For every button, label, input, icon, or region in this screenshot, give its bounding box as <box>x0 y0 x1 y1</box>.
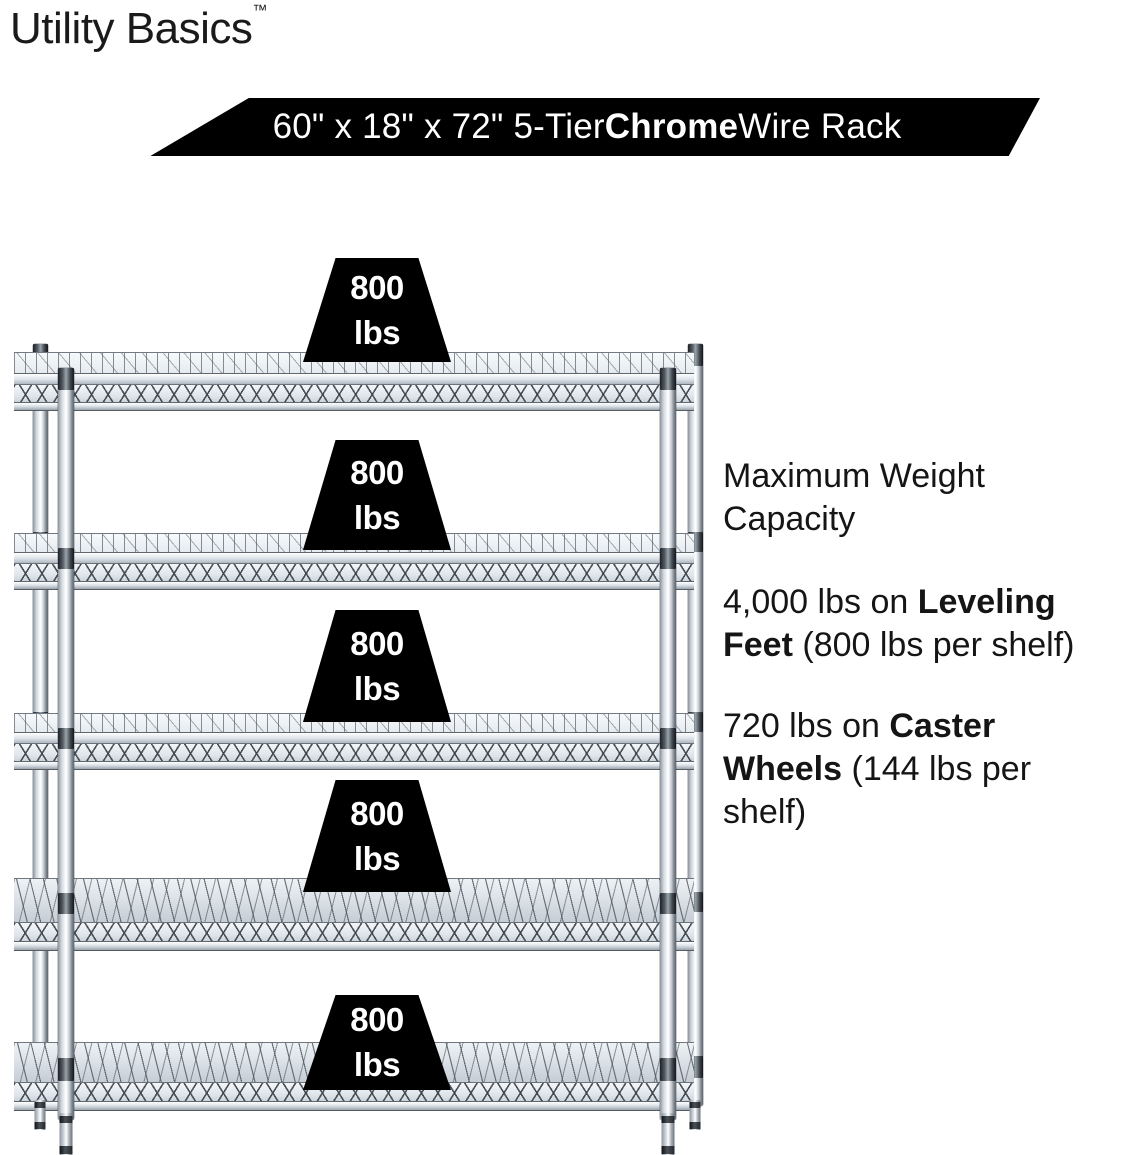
shelf-tier-4 <box>14 878 694 951</box>
foot-band <box>689 1102 701 1108</box>
rear-leveling-foot <box>34 1100 46 1130</box>
badge-unit: lbs <box>353 669 401 707</box>
shelf-tier-3 <box>14 713 694 770</box>
item-tail: (144 lbs per shelf) <box>723 750 1032 831</box>
badge-number: 800 <box>350 453 404 491</box>
capacity-callout: Maximum Weight Capacity 4,000 lbs on Lev… <box>723 455 1123 834</box>
banner-text-after: Wire Rack <box>738 107 902 146</box>
badge-text: 800 lbs <box>303 258 451 362</box>
shelf-tier-1 <box>14 352 694 411</box>
badge-unit: lbs <box>353 313 401 351</box>
spacer <box>723 667 1123 705</box>
front-right-post <box>660 368 676 1155</box>
foot-band <box>689 1122 701 1129</box>
foot-band <box>661 1116 675 1123</box>
item-emphasis: Caster Wheels <box>723 707 996 788</box>
banner-text-before: 60" x 18" x 72" 5-Tier <box>272 107 605 146</box>
item-lead: 720 lbs on <box>723 707 890 745</box>
badge-number: 800 <box>350 1001 404 1039</box>
post-collar <box>660 893 676 914</box>
item-emphasis: Leveling Feet <box>723 583 1056 664</box>
foot-band <box>34 1122 46 1129</box>
badge-unit: lbs <box>353 1046 401 1083</box>
spacer <box>723 541 1123 581</box>
post-collar <box>660 1058 676 1081</box>
badge-text: 800 lbs <box>303 610 451 722</box>
title-banner: 60" x 18" x 72" 5-Tier Chrome Wire Rack <box>120 98 1040 156</box>
item-lead: 4,000 lbs on <box>723 583 918 621</box>
post-collar <box>660 548 676 569</box>
post-collar <box>58 548 74 569</box>
badge-text: 800 lbs <box>303 780 451 892</box>
capacity-heading: Maximum Weight Capacity <box>723 457 985 538</box>
foot-band <box>34 1102 46 1108</box>
banner-background <box>150 98 1040 156</box>
banner-text-bold: Chrome <box>604 107 739 146</box>
badge-number: 800 <box>350 624 404 662</box>
capacity-item-leveling-feet: 4,000 lbs on Leveling Feet (800 lbs per … <box>723 581 1123 667</box>
weight-badge-tier-1: 800 lbs <box>303 258 451 362</box>
capacity-item-caster-wheels: 720 lbs on Caster Wheels (144 lbs per sh… <box>723 705 1123 834</box>
brand-name: Utility Basics <box>10 4 253 53</box>
badge-unit: lbs <box>353 498 401 536</box>
trademark-symbol: ™ <box>252 2 268 19</box>
post-collar <box>58 893 74 914</box>
badge-text: 800 lbs <box>303 440 451 550</box>
foot-band <box>59 1116 73 1123</box>
post-collar <box>660 368 676 390</box>
badge-unit: lbs <box>353 839 401 877</box>
rear-leveling-foot <box>689 1100 701 1130</box>
badge-number: 800 <box>350 794 404 832</box>
badge-number: 800 <box>350 268 404 306</box>
item-tail: (800 lbs per shelf) <box>792 626 1075 664</box>
front-left-post <box>58 368 74 1155</box>
foot-band <box>661 1146 675 1154</box>
post-collar <box>58 728 74 749</box>
brand-logo: Utility Basics™ <box>10 2 267 54</box>
post-collar <box>660 728 676 749</box>
shelf-bottom-rail <box>14 581 694 590</box>
shelf-bottom-rail <box>14 761 694 770</box>
banner-text: 60" x 18" x 72" 5-Tier Chrome Wire Rack <box>120 98 1040 156</box>
wire-rack-illustration <box>0 330 730 1155</box>
shelf-bottom-rail <box>14 1101 694 1111</box>
foot-band <box>59 1146 73 1154</box>
post-collar <box>58 368 74 390</box>
shelf-bottom-rail <box>14 402 694 411</box>
post-collar <box>58 1058 74 1081</box>
shelf-bottom-rail <box>14 941 694 951</box>
badge-text: 800 lbs <box>303 995 451 1090</box>
